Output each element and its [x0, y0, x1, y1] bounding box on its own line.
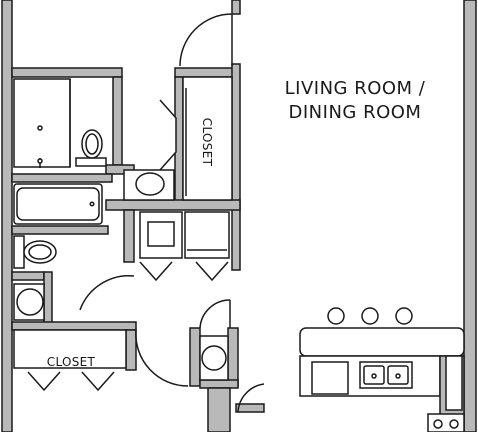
- refrigerator: [445, 355, 463, 411]
- wall-closet-right: [231, 63, 241, 271]
- exterior-wall-right: [463, 0, 477, 432]
- lower-door-swing-icon: [237, 383, 265, 413]
- bar-stool-2-icon: [361, 307, 379, 325]
- washer-lid-icon: [147, 221, 175, 247]
- dishwasher: [311, 361, 349, 395]
- exterior-wall-left: [1, 0, 13, 432]
- utility-door-swing-icon: [199, 299, 231, 329]
- toilet-tank: [75, 157, 107, 167]
- doors: [79, 13, 265, 413]
- shower-drain-icon: [37, 125, 43, 131]
- shower-stall: [13, 78, 71, 168]
- half-bath-toilet-seat-icon: [28, 244, 52, 260]
- wall-hall-left: [43, 271, 53, 329]
- shower-fixture-icon: [37, 158, 43, 164]
- wall-lower-center-c: [199, 379, 239, 389]
- bar-stool-3-icon: [395, 307, 413, 325]
- bedroom-door-swing-icon: [135, 329, 189, 387]
- dryer: [184, 211, 230, 259]
- living-room-label-line1: LIVING ROOM /: [285, 78, 426, 99]
- entry-door-swing-icon: [179, 13, 233, 67]
- bottom-closet-door-right-icon: [81, 371, 115, 392]
- wall-lower-center-b: [227, 327, 239, 387]
- wall-bottom-closet-right: [125, 329, 137, 371]
- closet-bottom-label: CLOSET: [47, 355, 96, 369]
- wall-bath-top: [11, 67, 123, 78]
- laundry: [139, 211, 230, 282]
- utility: [199, 335, 229, 381]
- bathroom-fixtures: [13, 78, 175, 321]
- wall-lower-center-e: [235, 403, 265, 413]
- wall-half-bath-bottom: [11, 271, 45, 281]
- vertical-closet: [159, 76, 233, 201]
- wall-laundry-horiz: [105, 199, 241, 211]
- water-heater-icon: [201, 345, 227, 371]
- wall-laundry-stub: [123, 209, 135, 263]
- wall-tub-bottom: [11, 225, 109, 235]
- stove-burner-2-icon: [449, 419, 459, 429]
- wall-bottom-closet-top: [11, 321, 137, 331]
- kitchen-sink-drain-right-icon: [395, 373, 401, 379]
- half-bath-toilet-tank: [13, 235, 25, 269]
- kitchen-sink-drain-left-icon: [371, 373, 377, 379]
- wall-lower-center-a: [189, 327, 201, 387]
- toilet-seat-icon: [85, 133, 99, 155]
- bottom-closet: [13, 329, 127, 392]
- hall-door-swing-icon: [79, 275, 135, 311]
- bar-stool-1-icon: [327, 307, 345, 325]
- vanity-sink-icon: [135, 172, 165, 196]
- wall-entry-stub: [231, 0, 241, 15]
- stove-burner-icon: [433, 419, 443, 429]
- bathtub-inner: [16, 187, 100, 221]
- half-bath-sink-icon: [16, 288, 44, 316]
- bathtub-drain-icon: [89, 201, 95, 207]
- kitchen-fixtures: [311, 307, 465, 432]
- wall-lower-center-d: [207, 387, 231, 432]
- kitchen-counter-peninsula: [299, 327, 465, 357]
- bottom-closet-door-left-icon: [27, 371, 61, 392]
- wall-tub-top: [11, 173, 113, 183]
- bottom-closet-interior: [13, 329, 127, 369]
- closet-door-icon: [159, 99, 177, 171]
- closet-vertical-label: CLOSET: [200, 118, 214, 167]
- wall-bath-right: [112, 76, 123, 166]
- wall-closet-top: [174, 67, 240, 78]
- living-room-label-line2: DINING ROOM: [289, 102, 422, 123]
- closet-interior: [182, 76, 233, 201]
- laundry-door-right-icon: [195, 261, 229, 282]
- laundry-door-left-icon: [139, 261, 173, 282]
